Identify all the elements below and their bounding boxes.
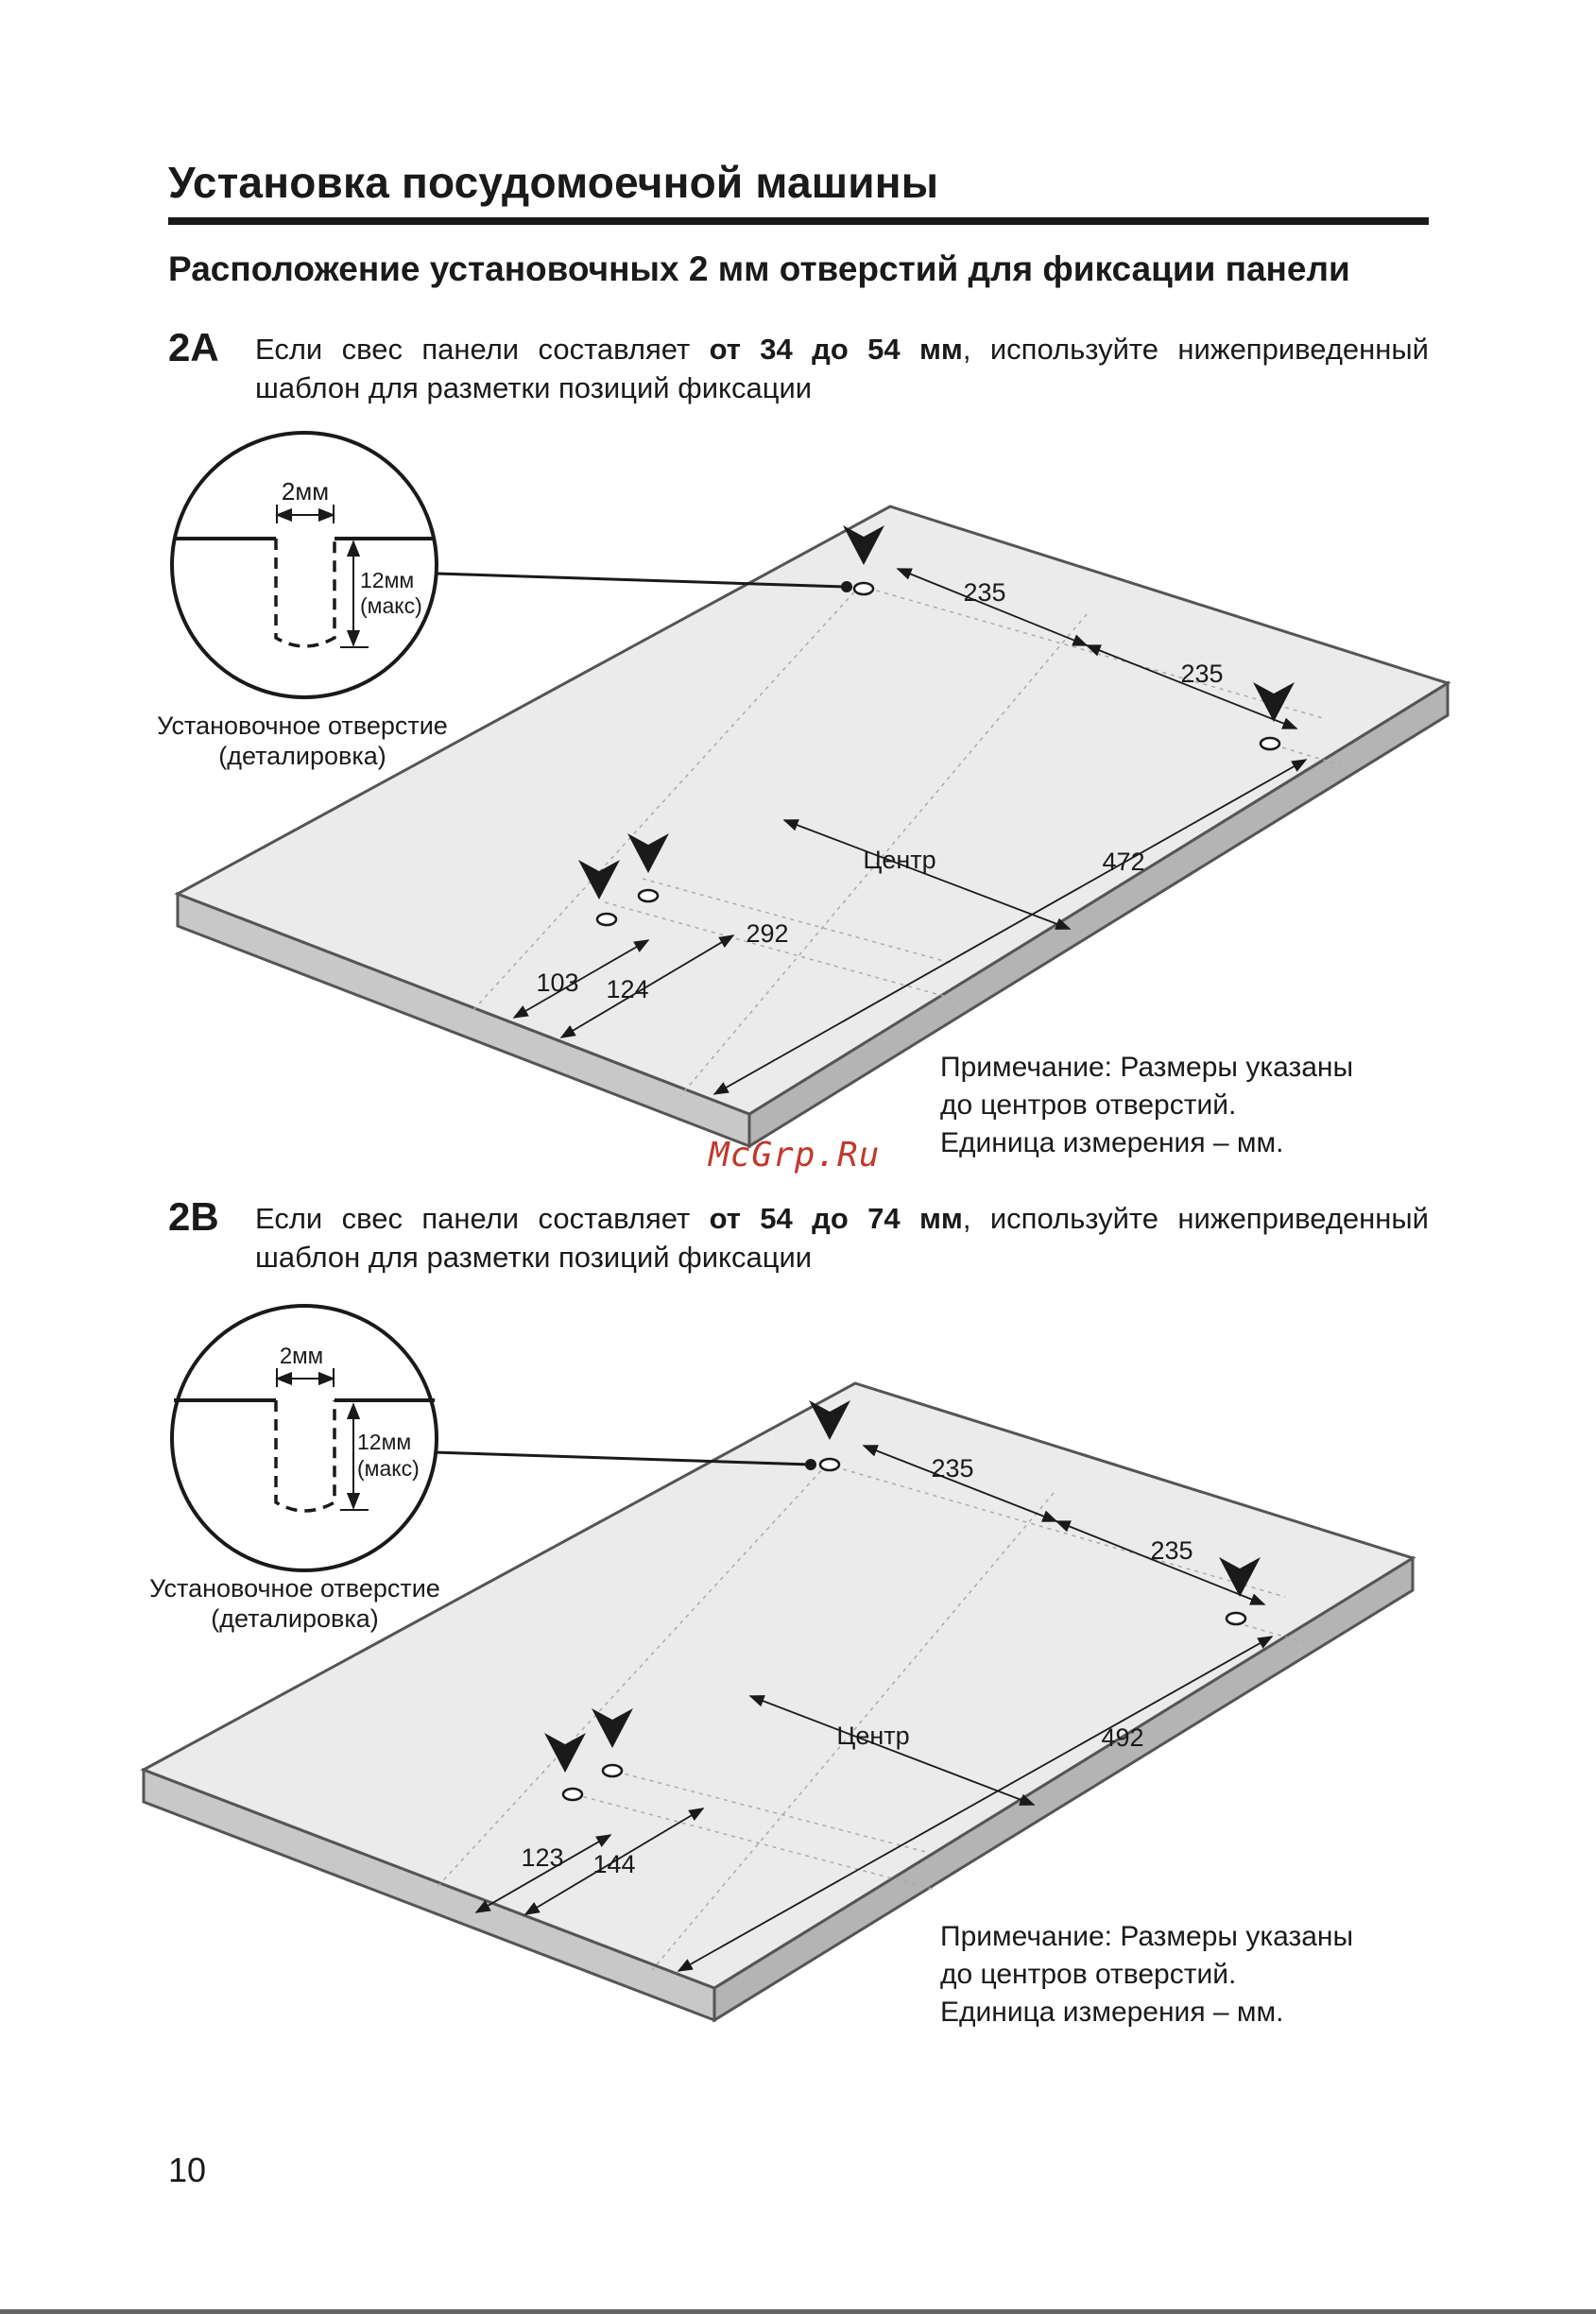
note-line: до центров отверстий. (940, 1089, 1237, 1121)
fixing-hole (818, 1457, 841, 1472)
fixing-hole-markers (544, 1400, 1261, 1802)
fixing-hole (852, 581, 875, 596)
note-line: до центров отверстий. (940, 1959, 1237, 1990)
dimension-label: 235 (1180, 660, 1223, 688)
hole-depth-label: 12мм (357, 1430, 411, 1454)
watermark: McGrp.Ru (709, 1136, 881, 1174)
hole-detail-callout: 2мм 12мм (макс) (170, 431, 438, 699)
dimension-note-2a: Примечание: Размеры указаны до центров о… (940, 1049, 1353, 1162)
dimension-lines (512, 568, 1308, 1095)
section-subtitle: Расположение установочных 2 мм отверстий… (168, 249, 1350, 288)
hole-depth-label: 12мм (360, 568, 414, 592)
instruction-text: , используйте нижеприведенный шаблон для… (255, 333, 1429, 404)
note-line: Единица измерения – мм. (940, 1997, 1284, 2028)
panel-template-diagram-2b: 2мм 12мм (макс) Установочное отверстие (… (140, 1304, 1416, 2023)
hole-detail-callout: 2мм 12мм (макс) (170, 1304, 438, 1572)
pointer-arrow-icon (544, 1733, 586, 1773)
section-label-2a: 2A (168, 325, 219, 369)
fixing-hole (1225, 1611, 1247, 1626)
fixing-hole (637, 888, 660, 903)
hole-depth-note: (макс) (357, 1456, 420, 1481)
hole-width-label: 2мм (280, 1344, 323, 1369)
page-number: 10 (168, 2151, 207, 2189)
pointer-arrow-icon (1253, 682, 1295, 722)
dimension-label: 292 (746, 919, 788, 948)
dimension-label: 235 (1150, 1536, 1193, 1565)
pointer-arrow-icon (843, 525, 884, 565)
fixing-hole (595, 912, 618, 927)
dimension-label: 492 (1101, 1723, 1143, 1752)
detail-caption: (деталировка) (211, 1604, 379, 1633)
pointer-arrow-icon (578, 860, 620, 900)
panel-template-diagram-2a: 2мм 12мм (макс) Установочное отверстие (… (157, 431, 1451, 1149)
pointer-arrow-icon (627, 833, 669, 873)
dimension-label: 124 (606, 975, 648, 1003)
detail-leader-line (436, 572, 846, 589)
dimension-label: 235 (963, 578, 1005, 607)
pointer-arrow-icon (809, 1400, 850, 1440)
fixing-hole (601, 1763, 624, 1778)
instruction-text: Если свес панели составляет (255, 333, 710, 366)
dimension-label: 235 (931, 1454, 973, 1483)
detail-leader-line (432, 1450, 812, 1466)
detail-caption: Установочное отверстие (149, 1574, 440, 1603)
dimension-label: 144 (592, 1850, 635, 1878)
pointer-arrow-icon (1219, 1557, 1261, 1597)
overhang-range: от 34 до 54 мм (709, 333, 963, 366)
note-line: Примечание: Размеры указаны (940, 1921, 1354, 1952)
fixing-hole-markers (578, 525, 1295, 927)
detail-caption: (деталировка) (218, 742, 386, 770)
section-label-2b: 2B (168, 1194, 219, 1239)
leader-dot (841, 581, 852, 592)
overhang-range: от 54 до 74 мм (709, 1202, 963, 1235)
hole-depth-note: (макс) (360, 593, 422, 618)
fixing-hole (1259, 736, 1281, 751)
dimension-lines (474, 1445, 1274, 1972)
center-label: Центр (863, 846, 935, 874)
section-instruction-2b: Если свес панели составляет от 54 до 74 … (255, 1199, 1429, 1277)
leader-dot (805, 1459, 816, 1470)
pointer-arrow-icon (592, 1708, 633, 1748)
section-instruction-2a: Если свес панели составляет от 34 до 54 … (255, 330, 1429, 407)
instruction-text: , используйте нижеприведенный шаблон для… (255, 1202, 1429, 1274)
dimension-label: 123 (521, 1843, 563, 1872)
dimension-label: 103 (536, 968, 578, 997)
note-line: Единица измерения – мм. (940, 1127, 1284, 1158)
note-line: Примечание: Размеры указаны (940, 1052, 1354, 1083)
detail-caption: Установочное отверстие (157, 711, 448, 740)
fixing-hole (561, 1787, 584, 1802)
page-title: Установка посудомоечной машины (168, 158, 939, 207)
footer-divider (0, 2309, 1596, 2314)
dimension-label: 472 (1102, 848, 1144, 876)
title-divider (168, 217, 1429, 225)
dimension-note-2b: Примечание: Размеры указаны до центров о… (940, 1918, 1353, 2031)
center-label: Центр (836, 1722, 909, 1750)
instruction-text: Если свес панели составляет (255, 1202, 710, 1235)
hole-width-label: 2мм (282, 477, 329, 506)
